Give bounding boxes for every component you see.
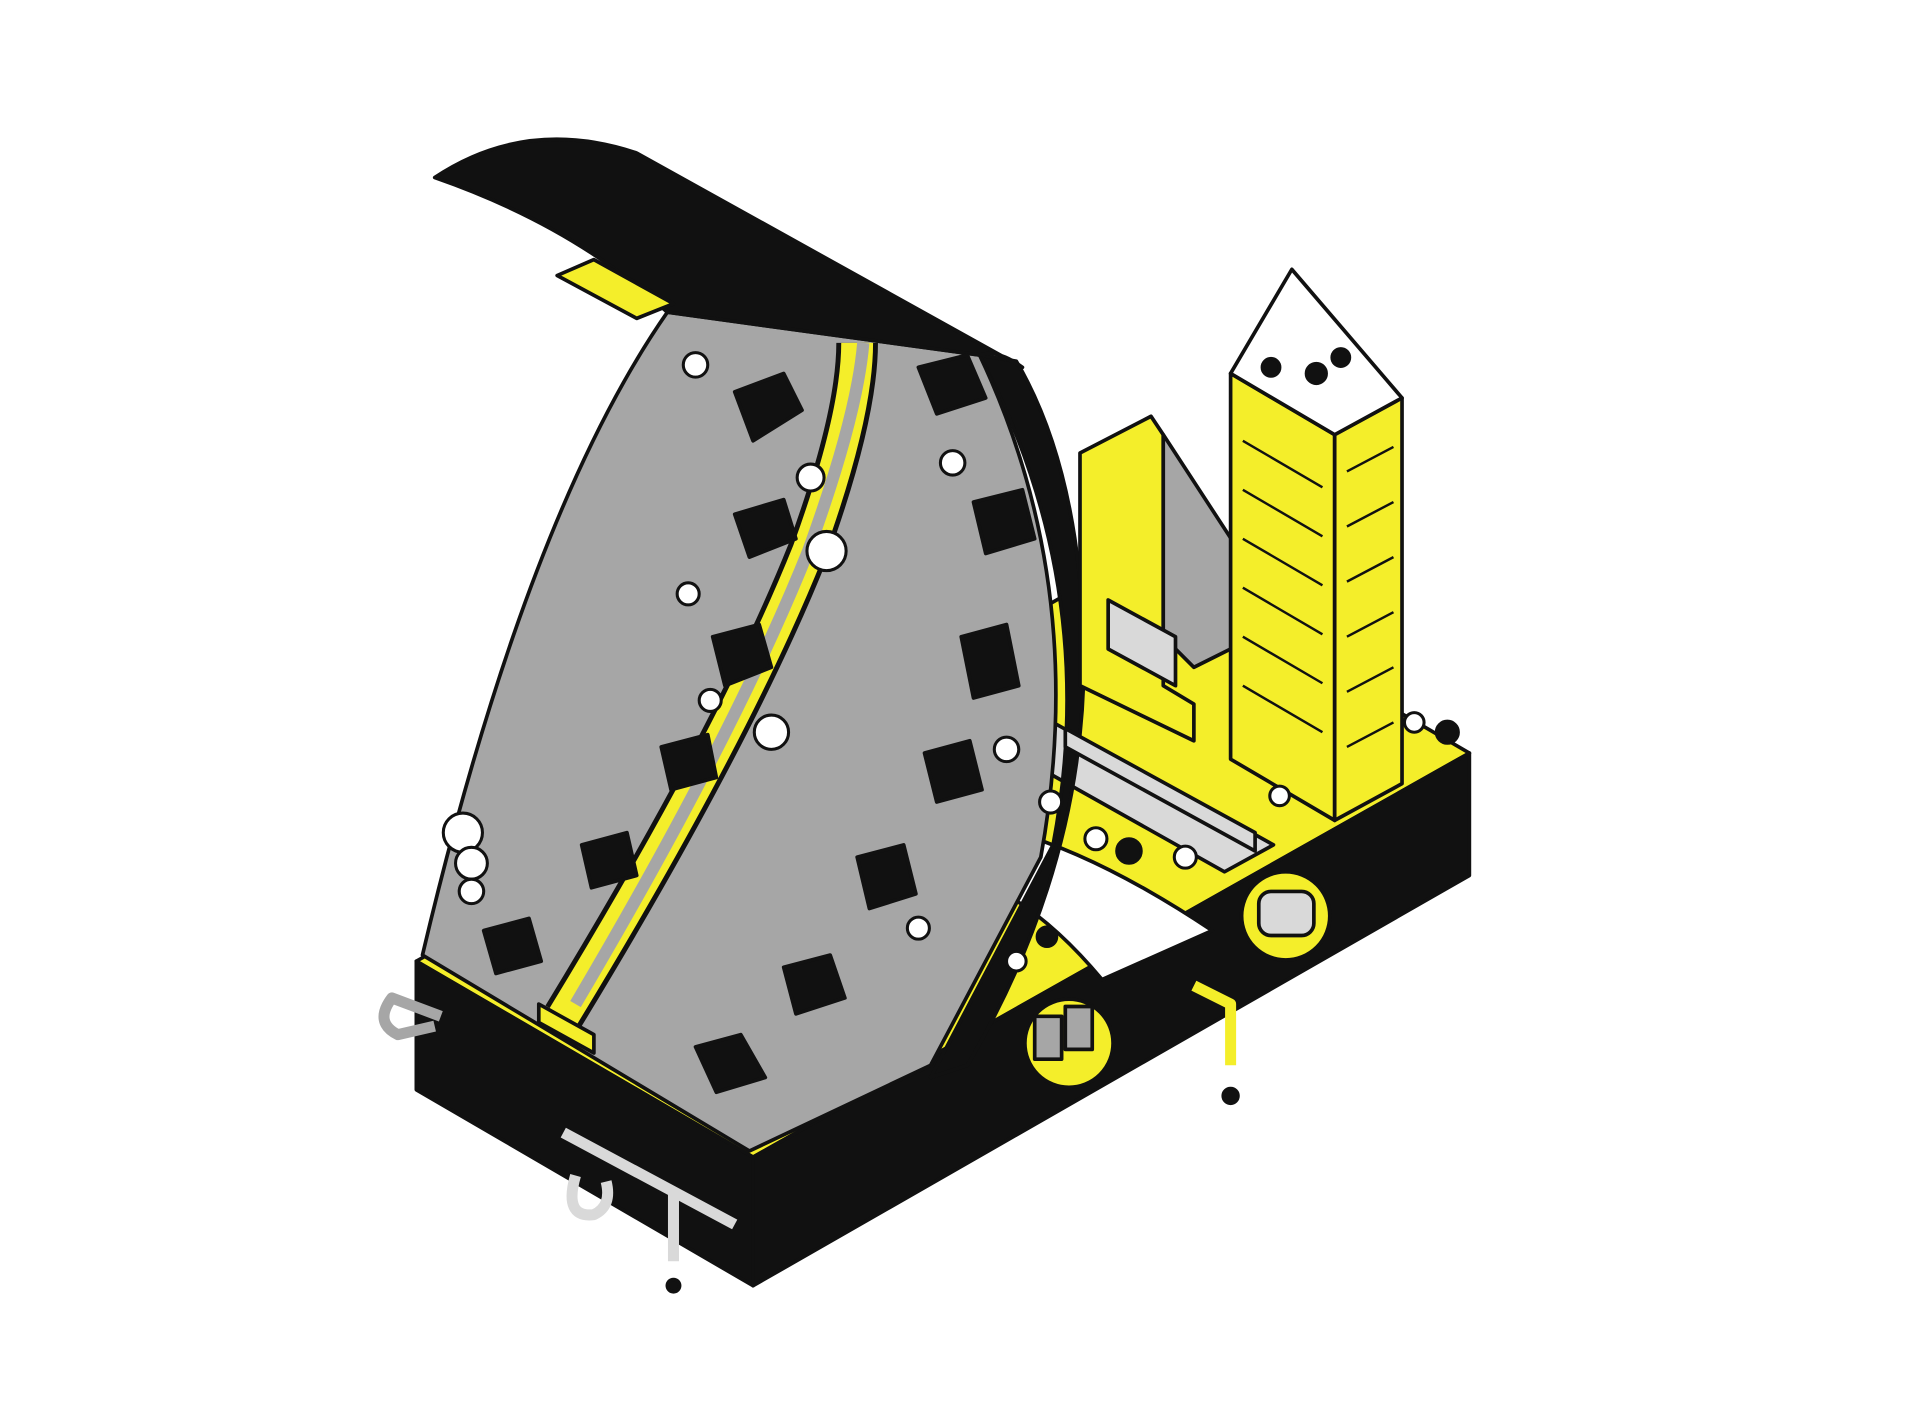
- server-rack-icon: [1032, 1014, 1064, 1061]
- house-icon: [579, 830, 639, 890]
- tower-glass-roof: [1228, 267, 1404, 437]
- house-icon: [732, 371, 804, 443]
- tree-icon: [1402, 711, 1426, 734]
- building-front: [1078, 414, 1196, 743]
- train-icon: [1256, 889, 1316, 938]
- house-icon: [916, 353, 988, 416]
- house-icon: [481, 916, 544, 976]
- roof-tree-icon: [1260, 356, 1282, 378]
- smoke-puff: [453, 845, 489, 881]
- tree-icon: [1004, 949, 1028, 973]
- cloud-icon: [938, 449, 967, 477]
- smoke-clouds: [441, 351, 1021, 941]
- smoke-puff: [457, 877, 486, 906]
- trees: [1004, 711, 1460, 973]
- cloud-icon: [752, 713, 791, 751]
- tower-left-face: [1228, 371, 1337, 823]
- building-courtyard: [1106, 598, 1178, 688]
- bridge-support: [555, 257, 676, 321]
- house-icon: [855, 843, 918, 911]
- pipe-left: [378, 992, 443, 1041]
- pipes: [378, 980, 1237, 1262]
- tree-icon: [1434, 719, 1460, 745]
- tree-icon: [1172, 844, 1198, 870]
- tree-icon: [1038, 789, 1064, 815]
- pipe-right: [1191, 980, 1237, 1066]
- server-rack-icon: [1063, 1004, 1095, 1052]
- cloud-icon: [992, 735, 1021, 764]
- ramp-roof: [432, 137, 1025, 370]
- house-icon: [693, 1032, 768, 1095]
- tower-windows: [1242, 439, 1395, 749]
- pipe-front: [560, 1127, 738, 1262]
- tower-building: [1228, 267, 1404, 823]
- house-icon: [781, 953, 847, 1016]
- house-icon: [659, 732, 719, 792]
- smoke-puff: [441, 811, 484, 854]
- cloud-icon: [805, 529, 848, 573]
- tree-icon: [1115, 837, 1143, 865]
- roof-tree-icon: [1304, 361, 1328, 386]
- tree-icon: [1083, 826, 1109, 852]
- house-icon: [971, 487, 1037, 556]
- roof-tree-icon: [1330, 347, 1352, 368]
- curved-ramp: [420, 137, 1086, 1153]
- ramp-side-wall: [928, 353, 1086, 1080]
- drip: [1221, 1086, 1240, 1106]
- cloud-icon: [697, 687, 723, 713]
- house-icon: [959, 622, 1021, 700]
- cloud-icon: [681, 351, 710, 379]
- house-icon: [922, 738, 984, 804]
- bridge-support: [536, 1002, 596, 1055]
- house-icon: [710, 622, 774, 688]
- tree-icon: [1268, 784, 1291, 808]
- tram: [1063, 726, 1257, 853]
- houses: [481, 353, 1037, 1095]
- cloud-icon: [675, 581, 701, 607]
- drip: [665, 1277, 682, 1294]
- highway-lane: [570, 342, 870, 1008]
- cloud-icon: [905, 915, 931, 941]
- cloud-icon: [795, 462, 826, 493]
- house-icon: [732, 497, 798, 559]
- tree-icon: [1035, 925, 1059, 949]
